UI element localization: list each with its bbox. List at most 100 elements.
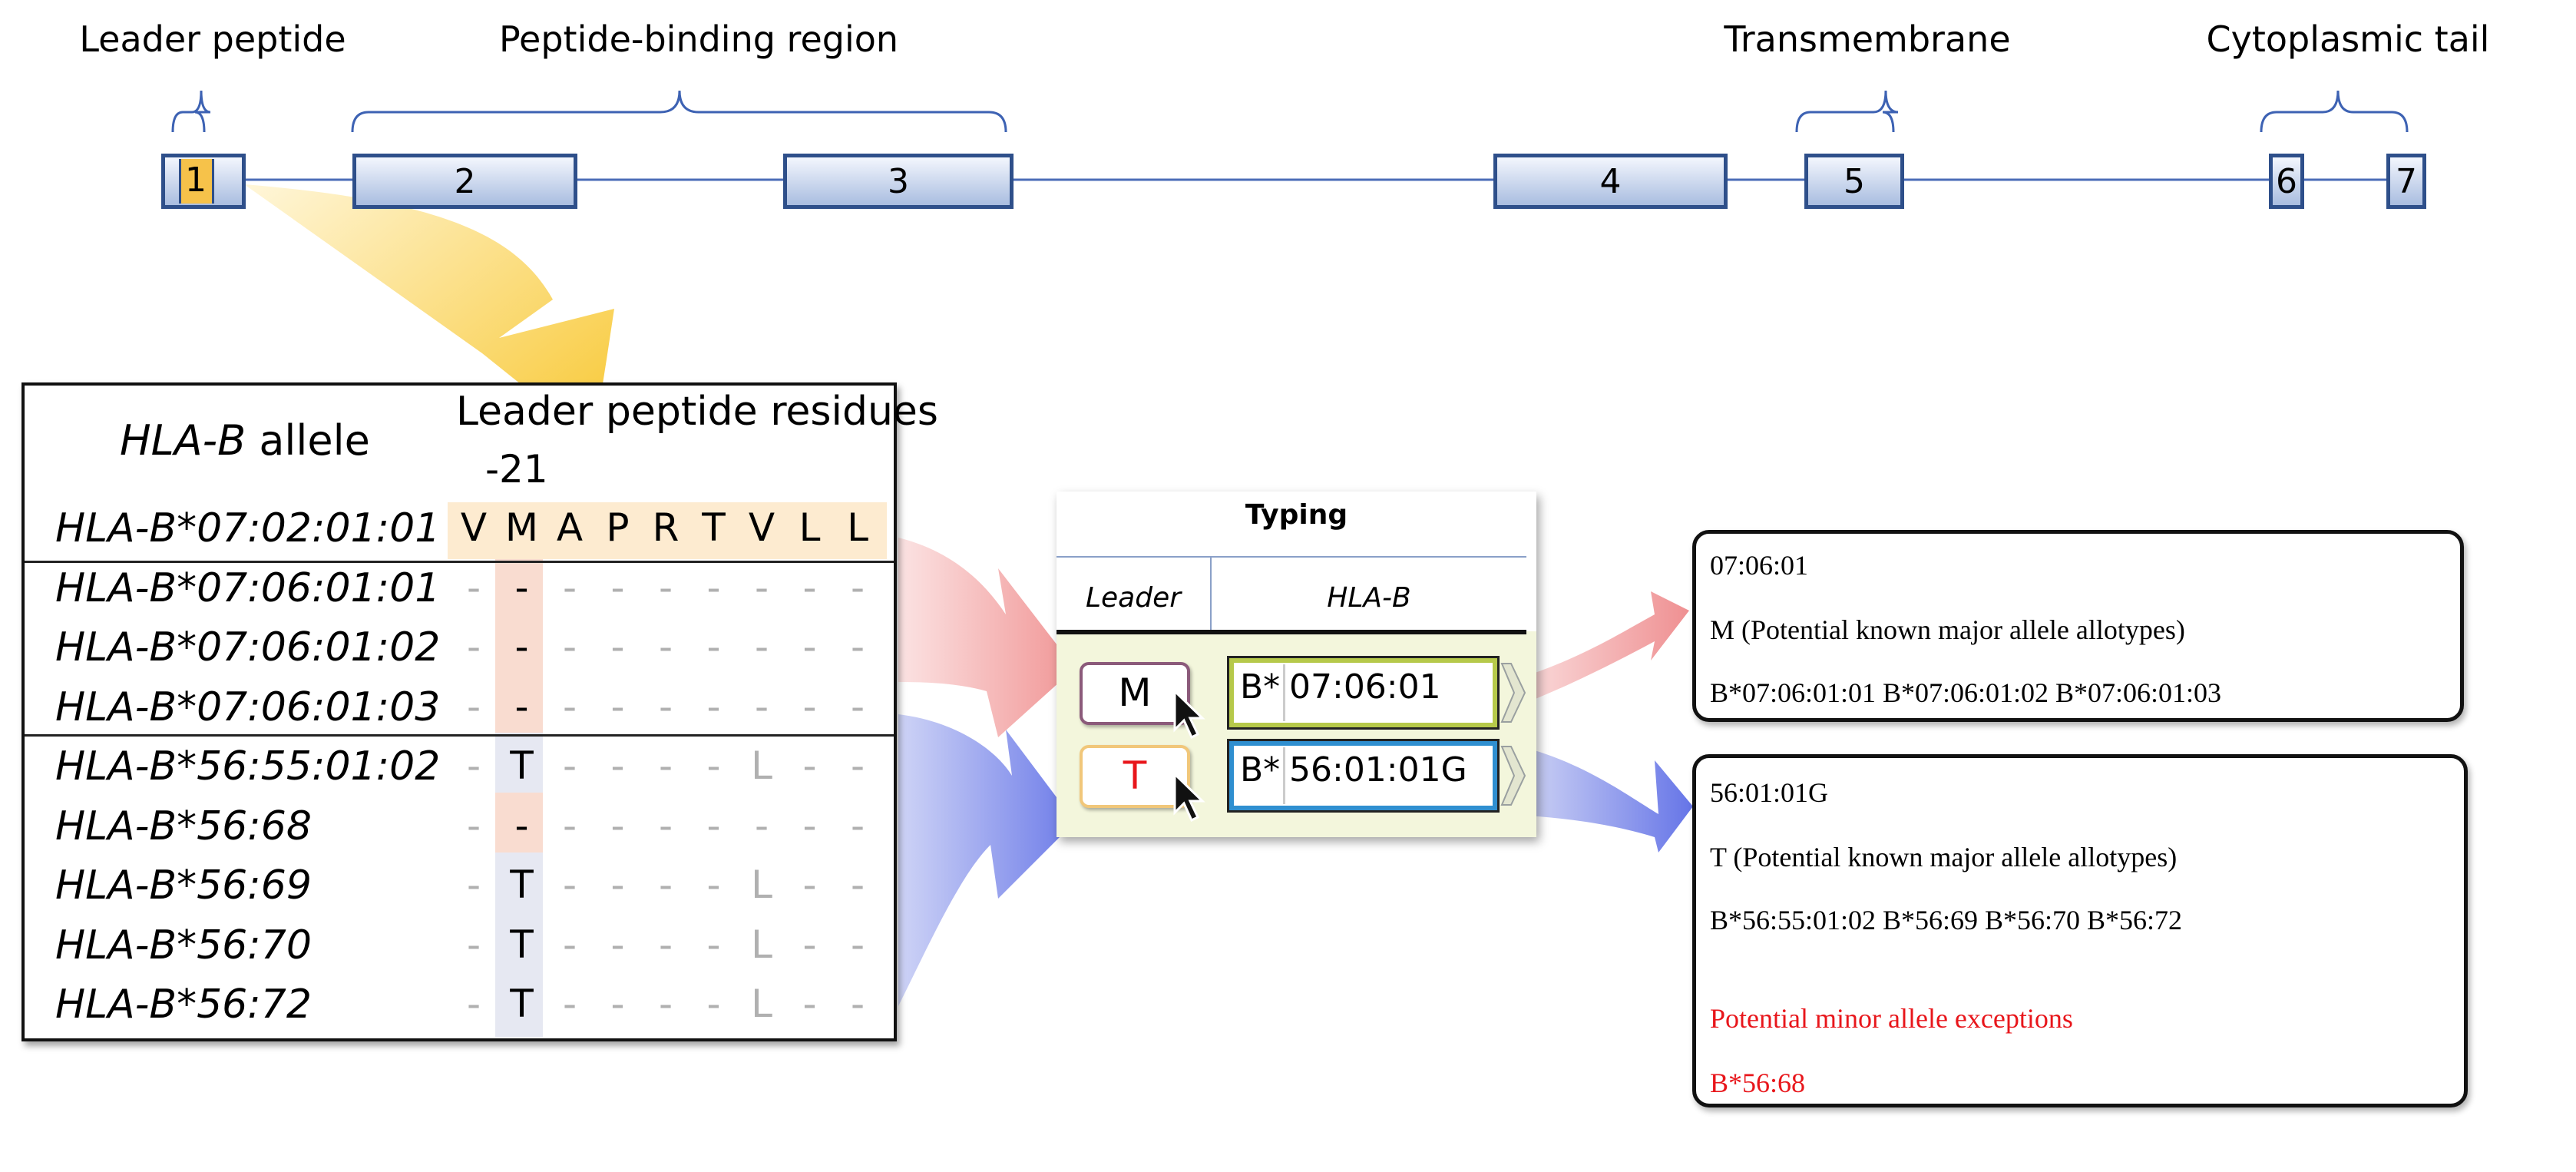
residue-cell: P xyxy=(606,505,630,550)
result-major-alleles: B*56:55:01:02 B*56:69 B*56:70 B*56:72 xyxy=(1710,905,2183,935)
typing-col-hlab: HLA-B xyxy=(1327,582,1411,614)
residue-cell: - xyxy=(514,803,529,848)
residue-cell: - xyxy=(850,684,865,729)
residue-cell: - xyxy=(802,684,817,729)
exon-1: 1 xyxy=(161,154,246,209)
residue-cell: - xyxy=(610,862,625,907)
region-label-leader: Leader peptide xyxy=(79,18,346,60)
residue-cell: - xyxy=(562,743,577,788)
residue-cell: - xyxy=(466,564,481,610)
residue-cell: L xyxy=(751,922,772,967)
leader-button-m[interactable]: M xyxy=(1080,662,1190,725)
residue-cell: V xyxy=(748,505,775,550)
typing-title: Typing xyxy=(1245,499,1348,531)
residue-cell: - xyxy=(658,624,673,669)
leader-highlight xyxy=(179,159,214,204)
residues-column-header: Leader peptide residues xyxy=(456,389,939,435)
region-label-binding: Peptide-binding region xyxy=(498,18,899,60)
residue-cell: - xyxy=(802,564,817,610)
red-column-highlight-2 xyxy=(495,793,543,853)
residue-cell: L xyxy=(847,505,868,550)
allele-name: HLA-B*07:06:01:02 xyxy=(55,624,441,670)
result-major-alleles: B*07:06:01:01 B*07:06:01:02 B*07:06:01:0… xyxy=(1710,677,2222,708)
blue-column-highlight-1 xyxy=(495,733,543,793)
reference-allele-name: HLA-B*07:02:01:01 xyxy=(55,505,441,551)
residue-cell: - xyxy=(802,862,817,907)
allele-name: HLA-B*07:06:01:03 xyxy=(55,684,441,730)
residue-cell: - xyxy=(658,922,673,967)
residue-cell: - xyxy=(562,684,577,729)
residue-cell: T xyxy=(510,743,534,788)
residue-cell: - xyxy=(562,922,577,967)
exon-5: 5 xyxy=(1804,154,1904,209)
residue-cell: - xyxy=(850,922,865,967)
residue-cell: A xyxy=(556,505,584,550)
allele-table: HLA-B allele Leader peptide residues -21… xyxy=(21,382,938,1041)
residue-cell: - xyxy=(706,624,721,669)
residue-cell: - xyxy=(562,862,577,907)
residue-cell: V xyxy=(460,505,488,550)
residue-cell: - xyxy=(466,982,481,1026)
hlab-field-1[interactable]: B* 07:06:01 xyxy=(1227,656,1500,730)
residue-cell: - xyxy=(850,624,865,669)
residue-cell: - xyxy=(610,564,625,610)
divider-line-1 xyxy=(25,561,894,563)
residue-cell: - xyxy=(850,862,865,907)
exon-7: 7 xyxy=(2386,154,2426,209)
allele-name: HLA-B*56:68 xyxy=(55,803,312,849)
residue-cell: - xyxy=(658,743,673,788)
residue-cell: - xyxy=(802,922,817,967)
allele-column-header: HLA-B allele xyxy=(120,416,370,465)
residue-cell: - xyxy=(610,982,625,1026)
typing-panel: Typing Leader HLA-B M B* 07:06:01 T B* 5… xyxy=(1057,492,1536,837)
exon-6: 6 xyxy=(2269,154,2304,209)
result-header: 56:01:01G xyxy=(1710,777,1829,808)
leader-button-t[interactable]: T xyxy=(1080,745,1190,808)
result-major-label: M (Potential known major allele allotype… xyxy=(1710,614,2185,645)
residue-cell: - xyxy=(754,684,769,729)
result-box-t: 56:01:01G T (Potential known major allel… xyxy=(1692,754,2468,1107)
residue-cell: - xyxy=(466,803,481,848)
allele-name: HLA-B*07:06:01:01 xyxy=(55,564,441,611)
residue-cell: L xyxy=(751,743,772,788)
residue-cell: - xyxy=(466,624,481,669)
residue-cell: - xyxy=(706,922,721,967)
residue-cell: - xyxy=(610,743,625,788)
residue-cell: - xyxy=(658,803,673,848)
position-label: -21 xyxy=(485,447,548,492)
residue-cell: - xyxy=(514,564,529,610)
residue-cell: - xyxy=(562,624,577,669)
residue-cell: - xyxy=(562,803,577,848)
hlab-field-2[interactable]: B* 56:01:01G xyxy=(1227,739,1500,813)
blue-column-highlight-2 xyxy=(495,853,543,1037)
residue-cell: - xyxy=(562,982,577,1026)
result-header: 07:06:01 xyxy=(1710,550,1809,581)
residue-cell: - xyxy=(658,684,673,729)
red-arrow-to-typing xyxy=(898,538,1075,737)
residue-cell: - xyxy=(466,684,481,729)
result-minor-alleles: B*56:68 xyxy=(1710,1068,1806,1098)
exon-2: 2 xyxy=(352,154,577,209)
residue-cell: T xyxy=(510,922,534,967)
allele-name: HLA-B*56:70 xyxy=(55,922,312,968)
residue-cell: - xyxy=(658,982,673,1026)
residue-cell: - xyxy=(706,803,721,848)
residue-cell: L xyxy=(799,505,821,550)
exon-4: 4 xyxy=(1493,154,1728,209)
residue-cell: T xyxy=(702,505,726,550)
blue-arrow-to-typing xyxy=(898,714,1075,1006)
residue-cell: - xyxy=(466,922,481,967)
residue-cell: - xyxy=(514,624,529,669)
cursor-icon xyxy=(1173,773,1205,823)
residue-cell: - xyxy=(754,564,769,610)
residue-cell: - xyxy=(706,982,721,1026)
residue-cell: - xyxy=(802,624,817,669)
result-box-m: 07:06:01 M (Potential known major allele… xyxy=(1692,530,2464,722)
residue-cell: - xyxy=(706,862,721,907)
residue-cell: - xyxy=(514,684,529,729)
region-label-cytoplasmic: Cytoplasmic tail xyxy=(2206,18,2490,60)
residue-cell: R xyxy=(652,505,680,550)
divider-line-2 xyxy=(25,734,894,737)
residue-cell: - xyxy=(610,922,625,967)
